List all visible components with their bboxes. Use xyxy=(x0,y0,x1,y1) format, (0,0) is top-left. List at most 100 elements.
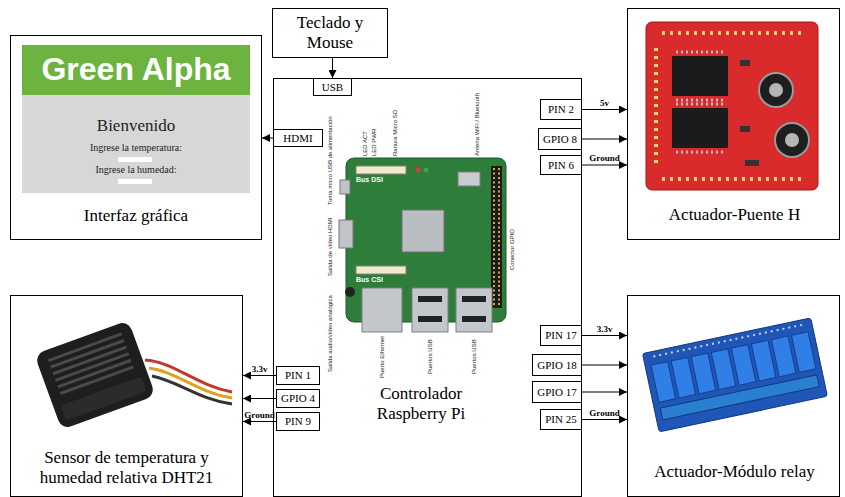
box-label: PIN 9 xyxy=(285,415,311,428)
board-annotation: Bus DSI xyxy=(356,176,383,184)
gui-screenshot xyxy=(22,45,250,193)
board-annotation: Conector GPIO xyxy=(509,229,515,270)
input-field xyxy=(118,179,152,184)
sensor-grille xyxy=(55,352,129,381)
port-box: HDMI xyxy=(273,129,323,147)
relay xyxy=(671,357,696,398)
relay xyxy=(771,336,796,377)
port-box: USB xyxy=(313,78,352,96)
board-annotation: Antena WiFi / Bluetooth xyxy=(474,93,480,156)
board-annotation: LED ACT xyxy=(362,131,368,156)
pcb xyxy=(646,22,818,190)
pcb xyxy=(643,318,828,432)
terminal-block xyxy=(660,375,819,420)
usb-slot xyxy=(462,296,486,302)
pin-box: PIN 17 xyxy=(540,325,582,346)
signal-label: 3.3v xyxy=(597,325,613,335)
usb-port xyxy=(412,288,448,332)
sensor-body xyxy=(34,320,155,429)
relay xyxy=(711,349,736,390)
capacitor-top xyxy=(769,83,783,97)
board-annotation: Salida de vídeo HDMI xyxy=(327,218,333,276)
screen-heading: Bienvenido xyxy=(22,116,250,136)
screen-prompt: Ingrese la temperatura: xyxy=(22,142,250,154)
pin-box: PIN 1 xyxy=(276,366,320,385)
sensor-wire xyxy=(145,360,232,392)
driver-chip xyxy=(672,108,728,148)
connector-arrow xyxy=(582,139,627,140)
chip-legs xyxy=(676,99,724,102)
connector-arrow xyxy=(582,165,627,166)
sensor-grille xyxy=(48,333,122,362)
box-label: PIN 17 xyxy=(545,329,576,342)
h-bridge-board xyxy=(646,22,818,190)
relay xyxy=(691,353,716,394)
connector-arrow xyxy=(262,138,273,139)
board-annotation: Ranura Micro SD xyxy=(392,110,398,156)
audio-jack xyxy=(345,287,355,297)
ethernet-port xyxy=(362,288,402,332)
app-banner xyxy=(22,45,250,95)
signal-label: Ground xyxy=(244,411,274,421)
box-label: GPIO 4 xyxy=(281,392,315,405)
smd-part xyxy=(745,160,759,166)
panel-caption: Actuador-Módulo relay xyxy=(638,462,831,482)
smd-part xyxy=(740,126,750,132)
connector-arrow xyxy=(243,398,276,399)
sensor-grille xyxy=(50,339,124,368)
sensor-wire xyxy=(152,376,232,404)
box-label: PIN 25 xyxy=(545,413,576,426)
connector-arrow xyxy=(243,375,276,376)
pin-box: PIN 9 xyxy=(276,412,320,431)
usb-port xyxy=(456,288,492,332)
usb-slot xyxy=(418,296,442,302)
relay xyxy=(731,345,756,386)
wifi-chip xyxy=(458,172,480,186)
pin-box: GPIO 18 xyxy=(532,354,582,376)
board-annotation: Puertos USB xyxy=(427,339,433,374)
header-pins xyxy=(653,324,806,356)
box-label: USB xyxy=(322,81,343,94)
relay xyxy=(751,340,776,381)
box-label: GPIO 17 xyxy=(537,386,576,399)
sensor-base xyxy=(60,376,146,420)
gpio-pins xyxy=(493,168,495,306)
connector-arrow xyxy=(243,421,276,422)
usb-slot xyxy=(418,316,442,322)
capacitor-top xyxy=(785,133,799,147)
cpu-chip xyxy=(402,210,444,252)
gpio-pins xyxy=(498,168,500,306)
controller-box: Controlador Raspberry PiUSBHDMIPIN 2GPIO… xyxy=(273,78,582,497)
relay-module xyxy=(643,318,828,432)
box-label: PIN 2 xyxy=(548,103,574,116)
signal-label: 5v xyxy=(600,99,609,109)
capacitor xyxy=(775,123,809,157)
pin-box: GPIO 8 xyxy=(538,128,582,150)
relay-board xyxy=(643,318,828,432)
board-annotation: Toma micro USB de alimentación xyxy=(327,116,333,205)
box-label: GPIO 18 xyxy=(537,359,576,372)
connector-arrow xyxy=(582,419,627,420)
app-title: Green Alpha xyxy=(22,51,250,88)
actuator-panel: Actuador-Módulo relay xyxy=(627,295,840,497)
input-device-box: Teclado y Mouse xyxy=(272,8,388,58)
connector-arrow xyxy=(582,392,627,393)
led xyxy=(424,168,429,173)
box-label: Teclado y Mouse xyxy=(287,13,373,52)
box-label: GPIO 8 xyxy=(543,133,577,146)
pin-box: GPIO 17 xyxy=(532,381,582,403)
app-panel xyxy=(22,95,250,193)
led xyxy=(416,168,421,173)
signal-label: Ground xyxy=(589,154,619,164)
pin-box: PIN 25 xyxy=(540,409,582,430)
header-holes xyxy=(654,48,658,166)
relay xyxy=(791,332,816,373)
smd-part xyxy=(740,60,750,66)
chip-legs xyxy=(676,51,724,54)
board-annotation: Puertos USB xyxy=(471,339,477,374)
signal-label: 3.3v xyxy=(252,365,268,375)
box-label: PIN 6 xyxy=(548,159,574,172)
sensor-case xyxy=(34,320,155,429)
screen-prompt: Ingrese la humedad: xyxy=(22,164,250,176)
board-annotation: Puerto Ethernet xyxy=(379,336,385,378)
